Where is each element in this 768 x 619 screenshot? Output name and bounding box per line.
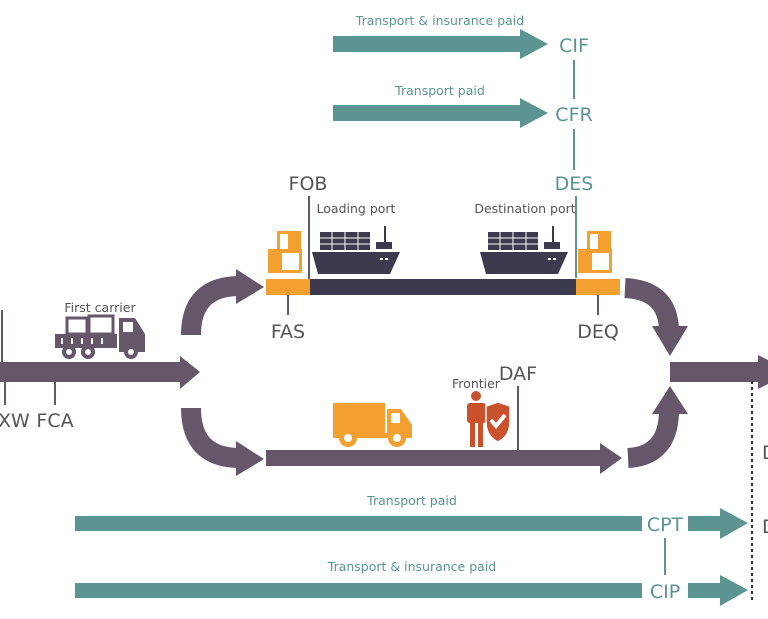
road-arrow [266, 443, 622, 474]
arrowhead [236, 441, 264, 476]
cif-label: CIF [559, 35, 589, 57]
boxes-icon [268, 231, 302, 273]
fob-label: FOB [289, 173, 328, 195]
cpt-label: CPT [647, 514, 684, 536]
ship-icon [480, 226, 568, 274]
daf-label: DAF [499, 363, 537, 385]
d-label-1: D [762, 442, 768, 464]
cpt-caption: Transport paid [366, 493, 457, 508]
arrowhead [652, 386, 688, 414]
truck-icon [55, 314, 145, 359]
cif-caption: Transport & insurance paid [355, 13, 524, 28]
ship-icon [312, 226, 400, 274]
cfr-label: CFR [555, 104, 592, 126]
final-arrow [670, 355, 768, 389]
boxes-icon [578, 231, 612, 273]
curve-from-sea [624, 278, 679, 331]
sea-route [310, 279, 576, 295]
exw-label: XW [0, 410, 30, 432]
main-arrow [0, 356, 200, 389]
frontier-label: Frontier [452, 376, 501, 391]
cip-arrow [688, 575, 748, 606]
deq-segment [576, 279, 620, 295]
d-label-2: D [762, 516, 768, 538]
arrowhead [236, 269, 264, 304]
cpt-arrow [688, 508, 748, 539]
arrowhead [652, 326, 688, 356]
loading-port-label: Loading port [317, 201, 396, 216]
cpt-bar [75, 516, 642, 531]
fca-label: FCA [36, 410, 73, 432]
cfr-caption: Transport paid [394, 83, 485, 98]
border-guard-icon [467, 391, 511, 447]
fas-label: FAS [271, 321, 305, 343]
curve-to-land [181, 407, 241, 468]
fas-segment [266, 279, 310, 295]
first-carrier-label: First carrier [64, 300, 136, 315]
cif-arrow [333, 29, 548, 59]
cip-caption: Transport & insurance paid [327, 559, 496, 574]
deq-label: DEQ [577, 321, 619, 343]
curve-to-sea [181, 276, 241, 336]
cip-label: CIP [650, 581, 680, 603]
cfr-arrow [333, 98, 548, 128]
curve-from-land [626, 411, 679, 468]
destination-port-label: Destination port [474, 201, 575, 216]
des-label: DES [555, 173, 594, 195]
cip-bar [75, 583, 642, 598]
delivery-truck-icon [333, 403, 412, 447]
